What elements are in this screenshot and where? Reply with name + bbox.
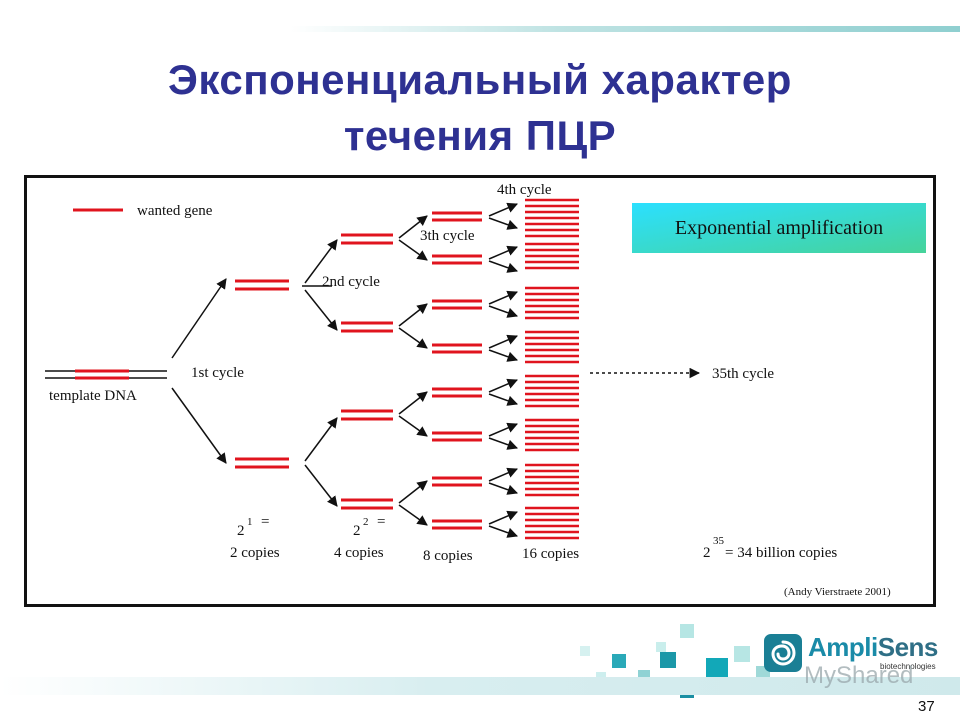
pcr-diagram-svg: wanted gene Exponential amplification te… [45, 182, 926, 598]
cycle2-branches [302, 240, 337, 507]
bottom-accent-bar [0, 677, 960, 695]
credit: (Andy Vierstraete 2001) [784, 586, 891, 598]
copies4-text: 16 copies [522, 546, 579, 562]
copies3-text: 8 copies [423, 548, 473, 564]
cycle1-branches [171, 278, 227, 464]
cycle4-label: 4th cycle [497, 182, 552, 198]
legend-label: wanted gene [137, 203, 213, 219]
exponential-box: Exponential amplification [632, 203, 926, 253]
copy-counts: 2 1 = 2 copies 2 2 = 4 copies 8 copies 1… [230, 514, 837, 564]
logo-subtitle: biotechnologies [880, 662, 936, 671]
copies2-exp: 2 [363, 516, 369, 528]
cycle2-label: 2nd cycle [322, 274, 380, 290]
copies1-text: 2 copies [230, 545, 280, 561]
cycle1-label: 1st cycle [191, 365, 244, 381]
cycle4-branches [488, 202, 518, 538]
copies1-eq: = [261, 514, 269, 530]
logo-name-part2: Sens [877, 632, 939, 662]
amplisens-logo: AmpliSens biotechnologies [764, 632, 938, 680]
template-label: template DNA [49, 388, 137, 404]
copies1-exp: 1 [247, 516, 253, 528]
watermark: MyShared [804, 662, 914, 689]
copies35-base: 2 [703, 545, 711, 561]
exponential-label: Exponential amplification [675, 217, 883, 239]
copies2-eq: = [377, 514, 385, 530]
logo-name: AmpliSens [808, 632, 938, 663]
copies35-text: = 34 billion copies [725, 545, 837, 561]
page-number: 37 [918, 698, 935, 715]
logo-name-part1: Ampli [808, 632, 878, 662]
cycle3-label: 3th cycle [420, 228, 475, 244]
cycle1-products [235, 279, 289, 469]
cycle3-products [432, 211, 482, 530]
pcr-diagram: wanted gene Exponential amplification te… [24, 175, 936, 607]
exponential-box-bg [632, 203, 926, 253]
cycle3-branches [398, 215, 428, 526]
copies1-base: 2 [237, 523, 245, 539]
cycle35-label: 35th cycle [712, 366, 774, 382]
cycle2-products [341, 233, 393, 510]
title-line-2: течения ПЦР [343, 112, 617, 159]
top-accent-bar [290, 26, 960, 32]
cycle4-products [525, 198, 579, 540]
legend: wanted gene [73, 203, 213, 219]
copies35-exp: 35 [713, 535, 725, 547]
template-dna: template DNA [45, 369, 167, 404]
logo-icon [764, 634, 802, 672]
copies2-text: 4 copies [334, 545, 384, 561]
slide-title: Экспоненциальный характер течения ПЦР [60, 52, 900, 164]
copies2-base: 2 [353, 523, 361, 539]
title-line-1: Экспоненциальный характер [168, 56, 792, 103]
